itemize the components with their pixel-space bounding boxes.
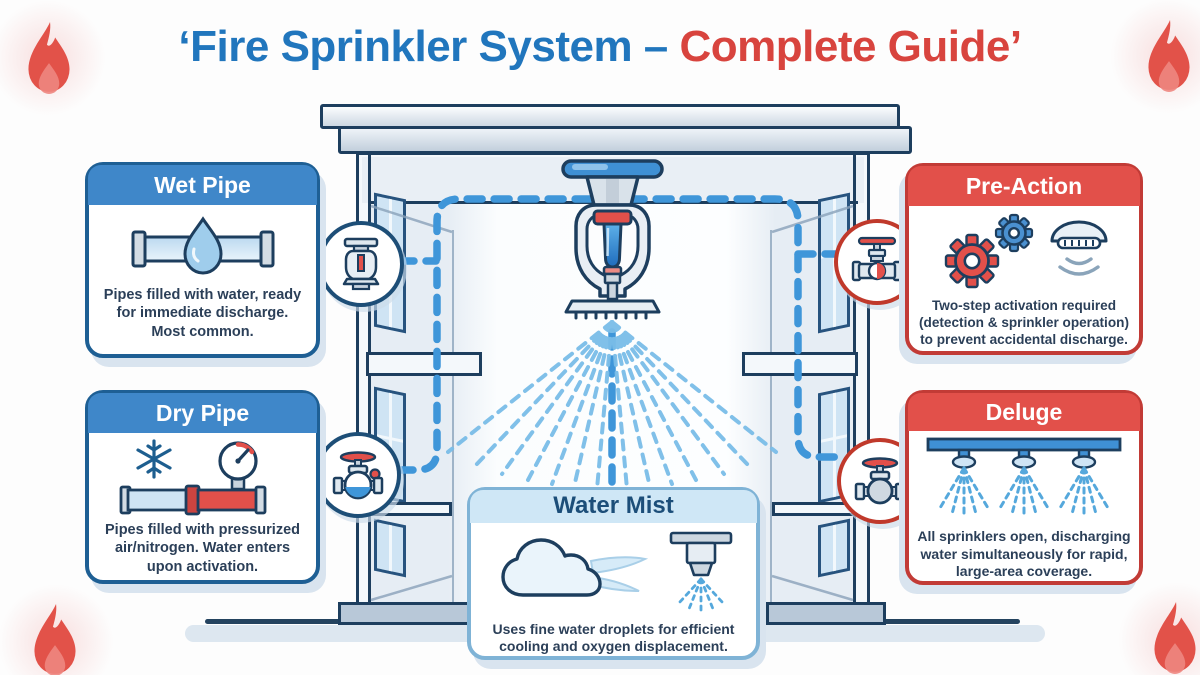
card-water-mist-description: Uses fine water droplets for efficient c… xyxy=(492,620,735,655)
dry-pipe-port xyxy=(315,432,401,518)
mist-sprinkler-icon xyxy=(669,531,732,615)
pre-action-icons xyxy=(944,213,1108,289)
red-gear-icon xyxy=(944,233,1000,289)
card-pre-action-header: Pre-Action xyxy=(908,166,1140,206)
card-dry-pipe-title: Dry Pipe xyxy=(155,399,250,426)
page-title: ‘Fire Sprinkler System – Complete Guide’ xyxy=(0,22,1200,72)
window xyxy=(818,518,850,578)
flame-icon xyxy=(1148,20,1190,92)
smoke-detector-icon xyxy=(1050,220,1108,276)
flame-icon xyxy=(34,604,76,675)
preaction-valve-icon xyxy=(851,236,903,282)
card-wet-pipe-description: Pipes filled with water, ready for immed… xyxy=(103,287,302,340)
wet-pipe-port xyxy=(318,221,404,307)
card-water-mist: Water Mist Uses fine water xyxy=(467,487,760,660)
card-pre-action-title: Pre-Action xyxy=(965,172,1083,199)
dry-pipe-icon xyxy=(119,439,266,516)
left-column-line xyxy=(368,155,371,604)
flame-icon xyxy=(1154,602,1196,674)
card-deluge-description: All sprinklers open, discharging water s… xyxy=(917,528,1131,580)
title-blue-part: ‘Fire Sprinkler System – xyxy=(178,22,680,71)
snowflake-icon xyxy=(135,439,172,479)
card-dry-pipe-header: Dry Pipe xyxy=(88,393,317,433)
sprinkler-head-icon xyxy=(342,237,380,291)
base-plinth xyxy=(766,602,886,625)
card-dry-pipe-description: Pipes filled with pressurized air/nitrog… xyxy=(105,522,300,575)
blue-gear-icon xyxy=(994,213,1034,253)
droplet-icon xyxy=(182,216,223,275)
card-water-mist-title: Water Mist xyxy=(553,492,674,520)
card-dry-pipe: Dry Pipe xyxy=(85,390,320,584)
dry-valve-icon xyxy=(332,451,384,500)
right-column-line xyxy=(853,155,856,604)
deluge-manifold-icon xyxy=(926,437,1122,520)
card-pre-action-description: Two-step activation required (detection … xyxy=(919,298,1129,348)
mist-cloud-icon xyxy=(500,538,648,597)
pressure-gauge-icon xyxy=(217,441,258,491)
deluge-valve-icon xyxy=(854,457,906,505)
card-deluge-header: Deluge xyxy=(908,393,1140,432)
water-pipe-icon xyxy=(131,216,274,275)
wall-corner-edge xyxy=(452,230,454,602)
roof-cornice-bottom xyxy=(338,126,912,154)
window xyxy=(374,518,406,578)
card-wet-pipe-title: Wet Pipe xyxy=(154,171,251,198)
card-water-mist-header: Water Mist xyxy=(470,490,757,523)
card-wet-pipe-header: Wet Pipe xyxy=(88,165,317,205)
mid-beam xyxy=(366,352,482,376)
title-red-part: Complete Guide’ xyxy=(679,22,1022,71)
card-deluge: Deluge All sprinklers o xyxy=(905,390,1143,585)
flame-icon xyxy=(28,22,70,94)
mid-beam xyxy=(742,352,858,376)
card-wet-pipe: Wet Pipe Pipes filled with water, ready … xyxy=(85,162,320,358)
card-deluge-title: Deluge xyxy=(985,398,1063,425)
wall-corner-edge xyxy=(770,230,772,602)
card-pre-action: Pre-Action xyxy=(905,163,1143,355)
pendant-sprinkler xyxy=(561,159,664,320)
